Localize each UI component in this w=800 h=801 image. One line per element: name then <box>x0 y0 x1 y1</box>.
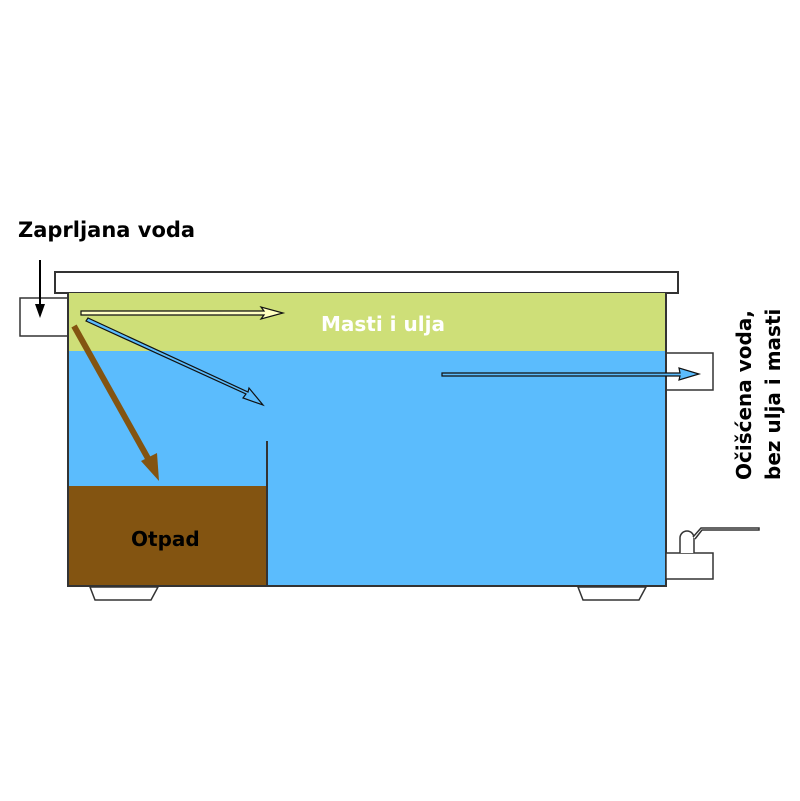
tank-lid <box>54 271 679 294</box>
drain-valve-cap <box>679 530 695 553</box>
grease-flow-arrow <box>80 305 286 321</box>
left-foot <box>88 586 160 601</box>
sludge-flow-arrow-head <box>141 453 159 481</box>
sludge-flow-arrow-shaft <box>71 324 153 464</box>
outlet-flow-arrow <box>441 367 702 381</box>
grease-layer-label: Masti i ulja <box>321 312 445 336</box>
grease-layer <box>68 293 666 351</box>
water-flow-arrow <box>85 317 265 407</box>
outlet-label-line1: Očišćena voda, <box>732 310 756 480</box>
inlet-label: Zaprljana voda <box>18 218 195 242</box>
inlet-arrow-head <box>35 304 45 318</box>
sludge-label: Otpad <box>131 527 200 551</box>
sludge-layer <box>68 486 267 586</box>
right-foot <box>576 586 648 601</box>
tank-walls <box>67 293 667 587</box>
drain-valve-handle <box>692 527 760 540</box>
inlet-pipe <box>19 297 69 337</box>
drain-valve-body <box>665 552 714 580</box>
outlet-label-line2: bez ulja i masti <box>761 309 785 480</box>
